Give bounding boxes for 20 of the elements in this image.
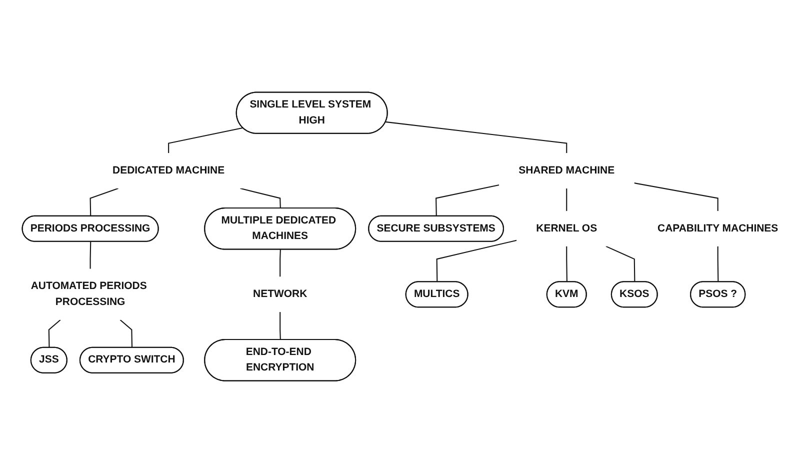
- node-text: KERNEL OS: [536, 222, 598, 234]
- connector: [280, 312, 281, 340]
- connector: [436, 184, 500, 216]
- connector: [386, 121, 568, 154]
- connector: [90, 242, 92, 269]
- connector: [436, 240, 517, 282]
- node-text: CAPABILITY MACHINES: [658, 222, 778, 234]
- connector: [566, 188, 568, 211]
- connector: [634, 182, 718, 211]
- connector: [717, 246, 719, 282]
- node-text: NETWORK: [253, 288, 308, 300]
- connector: [120, 320, 133, 348]
- connector: [168, 127, 243, 154]
- connector: [240, 188, 281, 208]
- connector: [48, 320, 61, 348]
- node-text: SHARED MACHINE: [518, 164, 615, 176]
- node-text: AUTOMATED PERIODS PROCESSING: [30, 280, 147, 308]
- connector: [566, 246, 568, 282]
- node-text: DEDICATED MACHINE: [112, 164, 225, 176]
- connector: [280, 250, 281, 277]
